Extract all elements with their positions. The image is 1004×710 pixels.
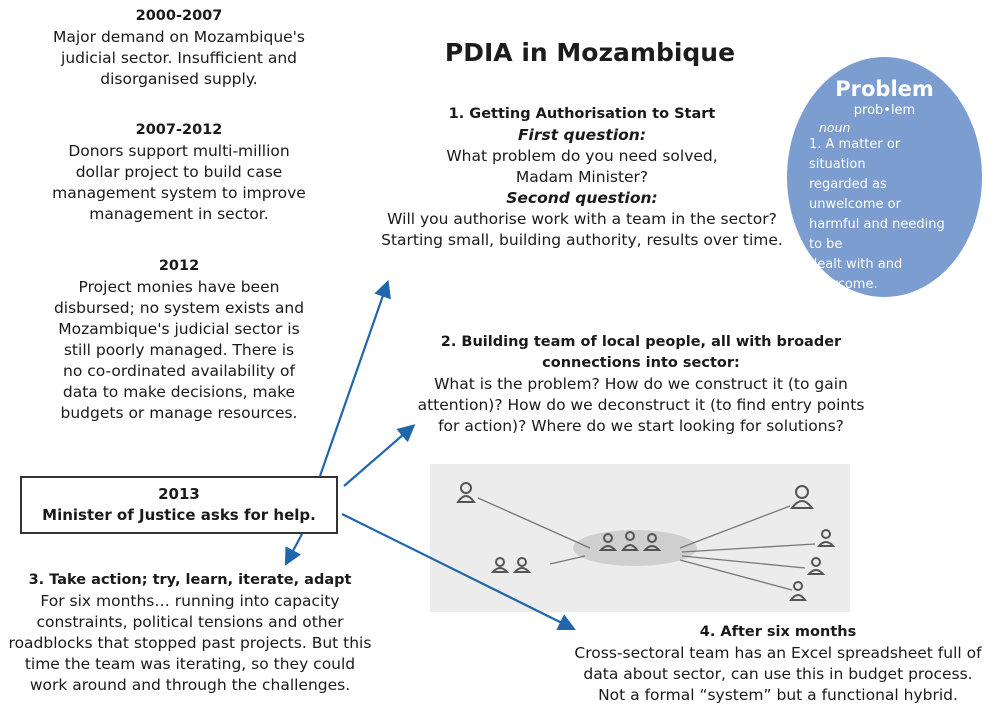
step-4-line: Cross-sectoral team has an Excel spreads… [574, 644, 982, 662]
step-3-line: For six months… running into capacity [40, 592, 340, 610]
first-question-line: What problem do you need solved, [446, 147, 718, 165]
timeline-line: Donors support multi-million [68, 142, 290, 160]
timeline-line: dollar project to build case [75, 163, 283, 181]
first-question-line: Madam Minister? [515, 168, 649, 186]
problem-definition-line: harmful and needing to be [809, 217, 945, 252]
timeline-2007-2012: 2007-2012 Donors support multi-million d… [20, 120, 338, 225]
arrow-to-step-2 [343, 424, 416, 487]
second-question-label: Second question: [506, 189, 658, 207]
step-1-heading: 1. Getting Authorisation to Start [448, 106, 716, 122]
step-3-heading: 3. Take action; try, learn, iterate, ada… [28, 572, 352, 588]
step-3-line: time the team was iterating, so they cou… [24, 655, 356, 673]
problem-definition-line: dealt with and overcome. [809, 257, 903, 292]
timeline-line: Mozambique's judicial sector is [58, 320, 300, 338]
step-4-line: data about sector, can use this in budge… [583, 665, 973, 683]
first-question-label: First question: [517, 126, 647, 144]
step-3-line: constraints, political tensions and othe… [36, 613, 344, 631]
timeline-2000-2007: 2000-2007 Major demand on Mozambique's j… [20, 6, 338, 90]
timeline-line: management system to improve [52, 184, 306, 202]
step-2-line: What is the problem? How do we construct… [434, 375, 848, 393]
step-2-heading: 2. Building team of local people, all wi… [440, 334, 842, 350]
step-4-heading: 4. After six months [699, 624, 857, 640]
timeline-line: Project monies have been [78, 278, 280, 296]
timeline-line: no co-ordinated availability of [63, 362, 295, 380]
step-3-line: work around and through the challenges. [29, 676, 351, 694]
timeline-line: management in sector. [89, 205, 269, 223]
step-2-block: 2. Building team of local people, all wi… [406, 332, 876, 437]
timeline-line: data to make decisions, make [62, 383, 296, 401]
year-heading: 2000-2007 [135, 8, 223, 24]
timeline-line: Major demand on Mozambique's [52, 28, 306, 46]
box-2013: 2013 Minister of Justice asks for help. [20, 476, 338, 534]
year-heading: 2007-2012 [135, 122, 223, 138]
second-question-line: Starting small, building authority, resu… [381, 231, 783, 249]
timeline-line: disbursed; no system exists and [53, 299, 305, 317]
step-2-line: for action)? Where do we start looking f… [438, 417, 844, 435]
problem-definition-line: regarded as unwelcome or [809, 177, 901, 212]
timeline-line: disorganised supply. [100, 70, 258, 88]
problem-part-of-speech: noun [819, 120, 851, 135]
step-2-line: attention)? How do we deconstruct it (to… [417, 396, 865, 414]
step-4-line: Not a formal “system” but a functional h… [598, 686, 958, 704]
problem-definition-circle: Problem prob•lem noun 1. A matter or sit… [787, 57, 982, 297]
step-3-block: 3. Take action; try, learn, iterate, ada… [0, 570, 380, 696]
problem-title: Problem [835, 77, 934, 101]
timeline-line: budgets or manage resources. [60, 404, 298, 422]
timeline-2012: 2012 Project monies have been disbursed;… [20, 256, 338, 424]
step-3-line: roadblocks that stopped past projects. B… [8, 634, 372, 652]
problem-definition-line: 1. A matter or situation [809, 137, 901, 172]
second-question-line: Will you authorise work with a team in t… [387, 210, 777, 228]
year-heading: 2012 [158, 258, 200, 274]
box-2013-text: Minister of Justice asks for help. [42, 506, 316, 524]
page-title: PDIA in Mozambique [444, 38, 736, 67]
timeline-line: still poorly managed. There is [63, 341, 295, 359]
step-1-block: 1. Getting Authorisation to Start First … [372, 104, 792, 251]
team-network-sketch [430, 464, 850, 612]
problem-pronunciation: prob•lem [853, 103, 916, 118]
box-2013-year: 2013 [158, 485, 200, 503]
arrow-to-step-3 [284, 533, 303, 566]
step-4-block: 4. After six months Cross-sectoral team … [558, 622, 998, 706]
step-2-heading: connections into sector: [542, 355, 740, 371]
timeline-line: judicial sector. Insufficient and [61, 49, 297, 67]
